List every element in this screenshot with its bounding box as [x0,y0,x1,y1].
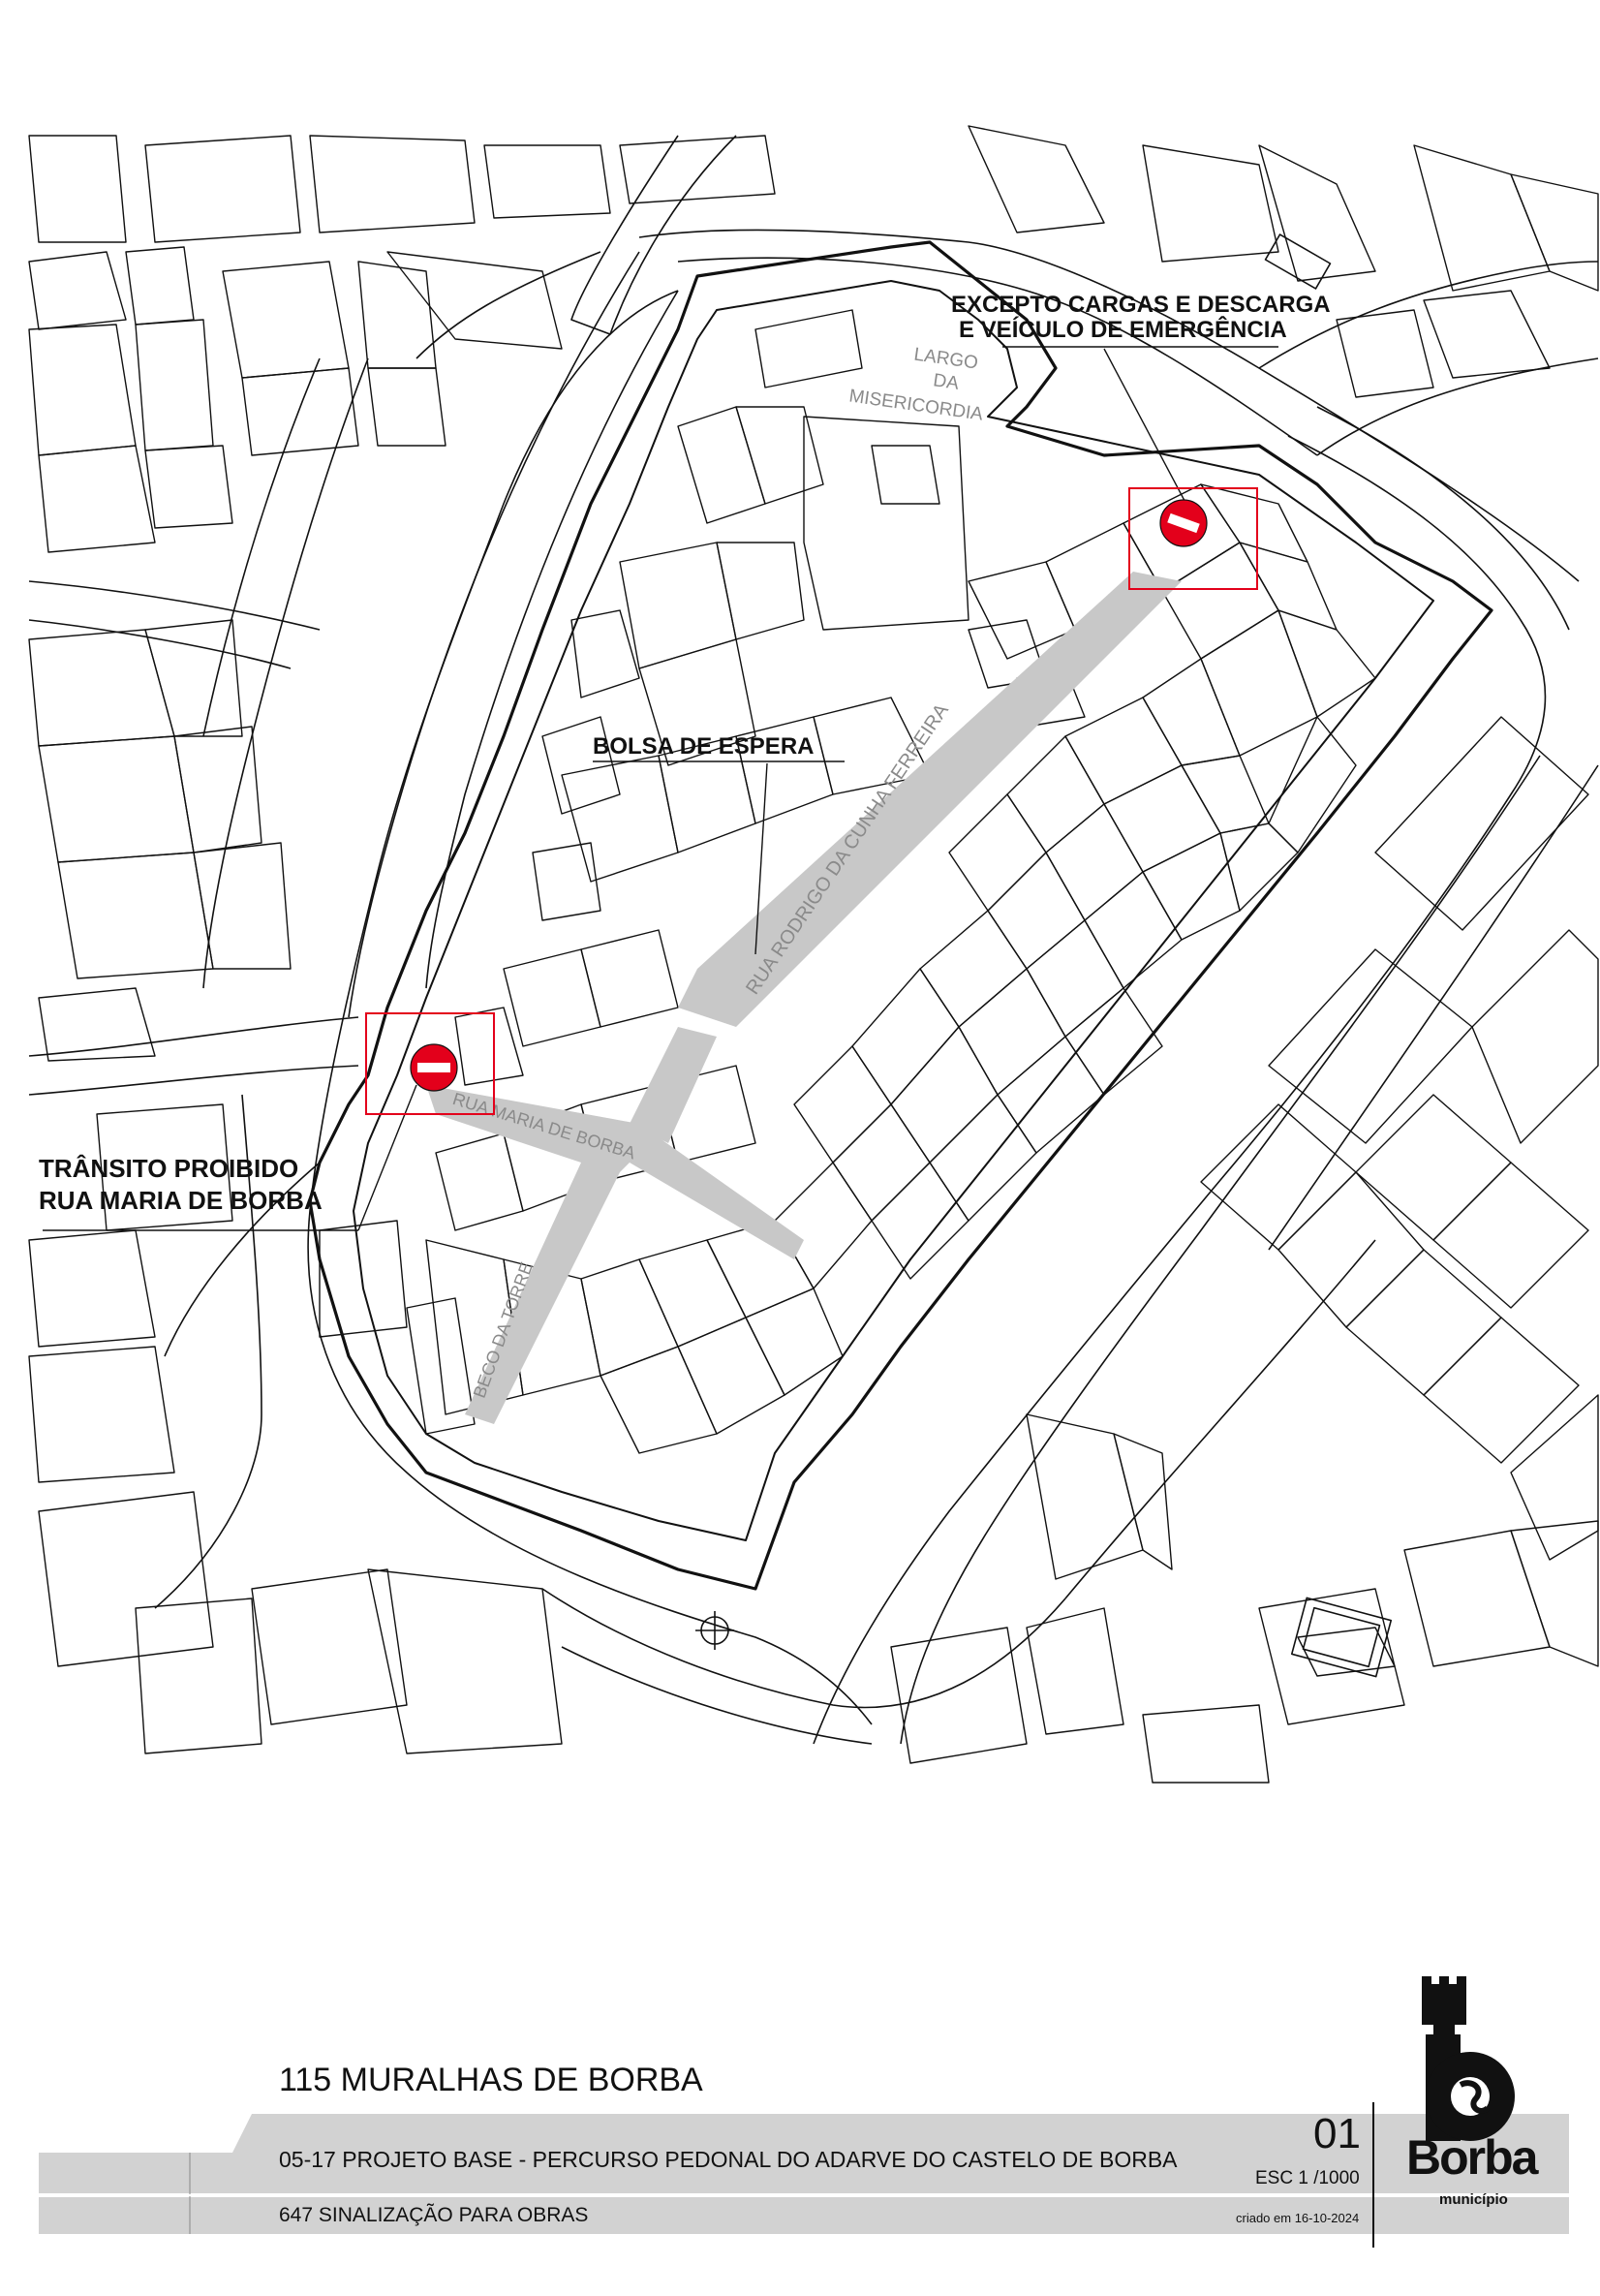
label-excepto-line1: EXCEPTO CARGAS E DESCARGA [951,292,1331,318]
road-edge [425,290,679,989]
compass-rose-icon [695,1611,734,1650]
street-label-largo-2: DA [932,370,960,394]
label-bolsa: BOLSA DE ESPERA [593,733,814,760]
road-edge [1268,764,1599,1251]
subtitle: 05-17 PROJETO BASE - PERCURSO PEDONAL DO… [279,2147,1178,2172]
road-edge [900,755,1541,1745]
street-label-largo-3: MISERICORDIA [847,386,984,424]
road-edge [677,257,1318,456]
leader-line [357,1084,417,1231]
logo-sub: município [1439,2191,1508,2208]
road-edge [307,290,873,1725]
pedestrian-route [426,572,1182,1424]
road-edge [164,1162,321,1357]
street-label-largo-1: LARGO [912,345,979,374]
borba-logo-icon [1422,1976,1515,2141]
label-excepto-line2: E VEÍCULO DE EMERGÊNCIA [959,316,1287,343]
highlight-box-north [1128,487,1258,590]
small-square [1302,1606,1381,1668]
no-entry-sign-icon [1159,499,1208,547]
castle-wall [308,240,1493,1591]
road-edge [28,580,321,631]
road-edge [28,1065,359,1096]
highlight-box-west [365,1012,495,1115]
road-edge [202,357,369,989]
project-title: 115 MURALHAS DE BORBA [279,2062,703,2098]
site-map: LARGO DA MISERICORDIA RUA RODRIGO DA CUN… [28,125,1599,1784]
logo-word: Borba [1406,2130,1538,2185]
road-edge [1258,261,1599,369]
city-blocks [28,125,1599,1784]
title-block-bands [39,2102,1569,2248]
road-edge [202,357,321,737]
no-entry-sign-icon [410,1043,458,1092]
road-edge [561,1646,873,1745]
road-edge [1316,406,1570,631]
small-square [1264,233,1332,290]
created-date: criado em 16-10-2024 [1236,2211,1360,2225]
leader-line [1103,348,1192,514]
road-edge [541,1588,1066,1709]
scale-label: ESC 1 /1000 [1255,2168,1360,2188]
castle-wall-inner [353,280,1434,1541]
label-transito-line1: TRÂNSITO PROIBIDO [39,1154,298,1183]
road-edge [638,229,1580,582]
road-edge [415,251,601,359]
road-edge [1316,357,1599,456]
road-edge [1064,1239,1376,1599]
label-transito-line2: RUA MARIA DE BORBA [39,1186,323,1215]
road-edge [28,1016,359,1057]
drawing-title: 647 SINALIZAÇÃO PARA OBRAS [279,2204,589,2226]
small-square [1290,1597,1393,1678]
road-edge [813,435,1547,1745]
road-edge [154,1094,262,1609]
road-edge [28,619,292,669]
road-edge [348,251,640,1018]
leader-line [754,762,768,955]
sheet-number: 01 [1313,2110,1361,2157]
castle-buildings [319,309,1376,1454]
